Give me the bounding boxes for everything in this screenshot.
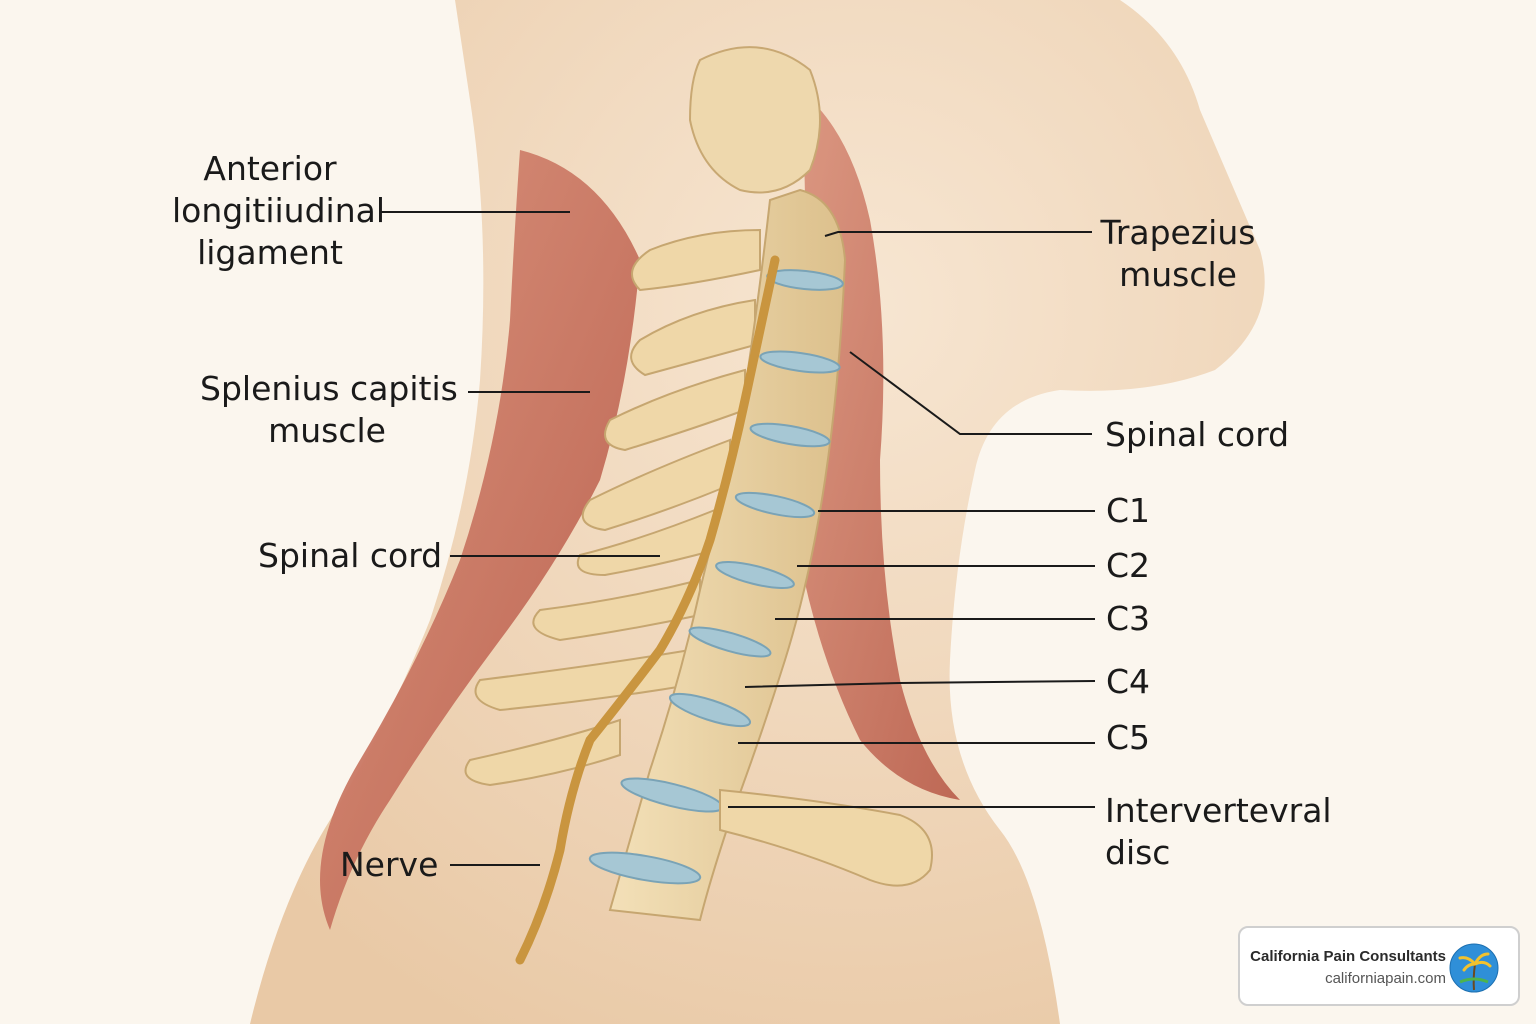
label-splenius-capitis-muscle: Splenius capitis muscle — [200, 369, 458, 450]
spinous-processes — [464, 228, 761, 787]
brand-url[interactable]: californiapain.com — [1325, 970, 1446, 987]
label-c3: C3 — [1106, 599, 1151, 638]
label-intervertebral-disc: Intervertevral disc — [1105, 791, 1332, 872]
label-nerve: Nerve — [340, 845, 439, 884]
splenius-muscle — [320, 150, 640, 930]
label-c2: C2 — [1106, 546, 1151, 585]
label-spinal-cord-left: Spinal cord — [258, 536, 443, 575]
label-c1: C1 — [1106, 491, 1151, 530]
spinal-cord-nerve — [515, 255, 780, 965]
label-spinal-cord-right: Spinal cord — [1105, 415, 1290, 454]
label-trapezius-muscle: Trapezius muscle — [1100, 213, 1256, 294]
brand-card[interactable]: California Pain Consultants californiapa… — [1238, 926, 1520, 1006]
skull-base — [688, 46, 821, 194]
palm-globe-logo-icon — [1449, 943, 1499, 993]
intervertebral-discs — [588, 269, 844, 885]
label-c5: C5 — [1106, 718, 1151, 757]
leader-lines — [380, 211, 1096, 866]
clavicle — [719, 788, 933, 887]
label-anterior-longitudinal-ligament: Anterior longitiiudinal ligament — [172, 149, 386, 272]
brand-name: California Pain Consultants — [1250, 948, 1446, 965]
label-c4: C4 — [1106, 662, 1151, 701]
